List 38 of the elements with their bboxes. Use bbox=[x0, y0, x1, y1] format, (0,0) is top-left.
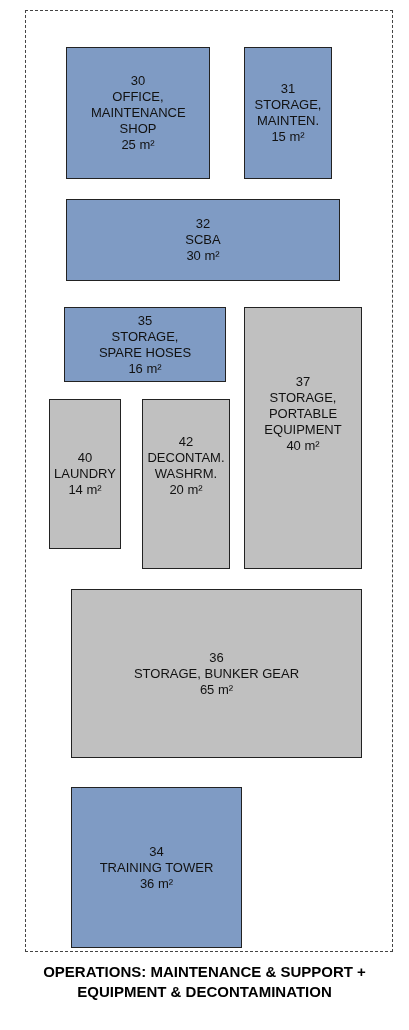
room-number: 31 bbox=[280, 81, 296, 97]
room-name: STORAGE, BUNKER GEAR bbox=[133, 665, 300, 682]
room-number: 34 bbox=[149, 843, 164, 860]
room-area: 40 m² bbox=[286, 438, 320, 454]
room-number: 40 bbox=[77, 450, 93, 466]
room-name: SCBA bbox=[185, 232, 221, 248]
room bbox=[66, 199, 340, 281]
room-area: 16 m² bbox=[128, 360, 162, 377]
room-name: STORAGE, PORTABLE EQUIPMENT bbox=[263, 390, 343, 438]
room-area: 25 m² bbox=[121, 137, 155, 153]
room bbox=[244, 47, 332, 179]
room-number: 42 bbox=[178, 434, 194, 450]
room-area: 30 m² bbox=[186, 248, 220, 264]
room bbox=[66, 47, 210, 179]
room-number: 37 bbox=[295, 374, 311, 390]
room-number: 35 bbox=[137, 312, 153, 329]
room-name: DECONTAM. WASHRM. bbox=[146, 450, 226, 482]
room-number: 32 bbox=[195, 216, 211, 232]
room-area: 14 m² bbox=[68, 482, 102, 498]
room bbox=[142, 399, 230, 569]
room-name: LAUNDRY bbox=[54, 466, 116, 482]
room-name: TRAINING TOWER bbox=[99, 859, 214, 876]
room-number: 30 bbox=[130, 73, 146, 89]
room-area: 65 m² bbox=[199, 681, 234, 698]
room-name: STORAGE, SPARE HOSES bbox=[97, 328, 193, 361]
room-area: 20 m² bbox=[169, 482, 203, 498]
room-number: 36 bbox=[209, 649, 224, 666]
room bbox=[71, 787, 242, 948]
room-name: STORAGE, MAINTEN. bbox=[253, 97, 323, 129]
caption: OPERATIONS: MAINTENANCE & SUPPORT + EQUIPMENT & DECONTAMINATION bbox=[42, 962, 367, 1002]
building-outline bbox=[25, 10, 393, 952]
room-area: 36 m² bbox=[139, 875, 174, 892]
room bbox=[71, 589, 362, 758]
room-area: 15 m² bbox=[271, 129, 305, 145]
room-name: OFFICE, MAINTENANCE SHOP bbox=[91, 89, 185, 137]
room bbox=[244, 307, 362, 569]
room bbox=[49, 399, 121, 549]
room bbox=[64, 307, 226, 382]
